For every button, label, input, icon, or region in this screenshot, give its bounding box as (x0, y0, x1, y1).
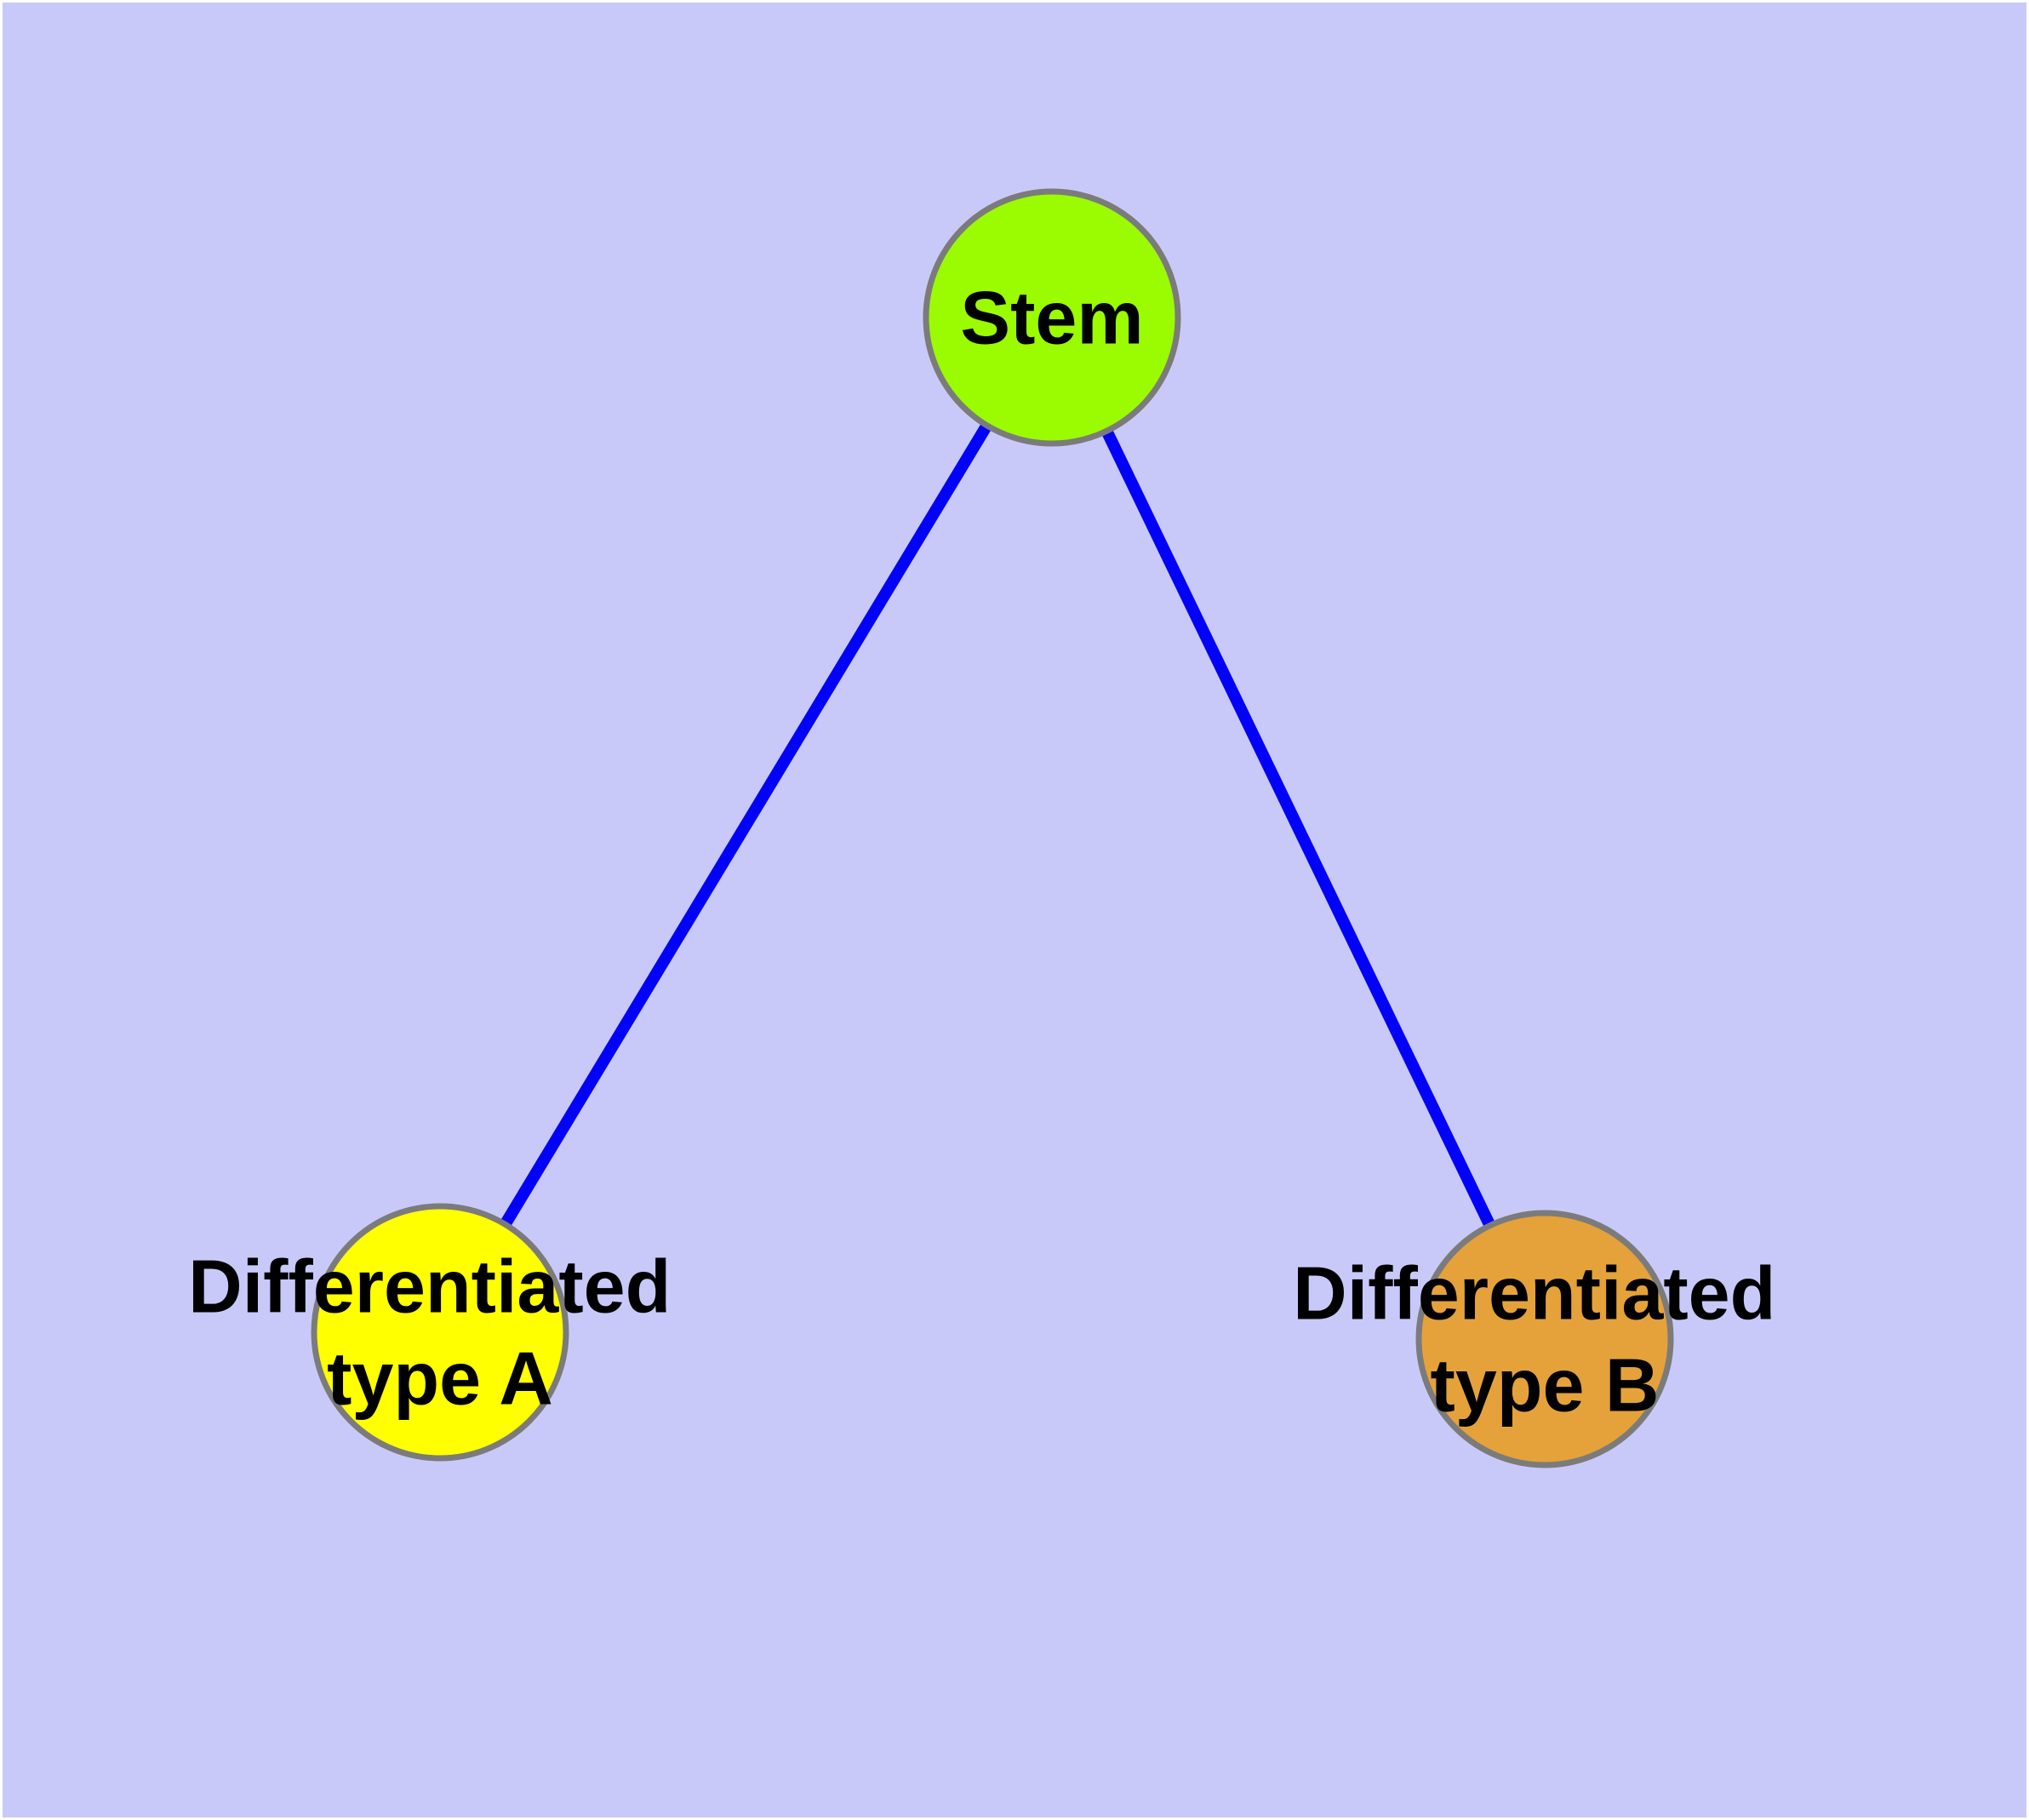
type-a-label-line2: type A (327, 1336, 553, 1421)
type-a-label-line1: Differentiated (188, 1245, 671, 1329)
differentiated-type-b-node-label: Differentiated type B (1293, 1225, 1797, 1428)
edge-stem-to-type-a (435, 314, 1057, 1336)
differentiated-type-a-node-circle (311, 1203, 569, 1462)
differentiated-type-b-node-circle (1415, 1210, 1674, 1468)
edge-stem-to-type-b (1046, 314, 1551, 1342)
stem-node-circle (923, 188, 1181, 447)
type-b-label-line1: Differentiated (1293, 1251, 1775, 1336)
type-b-label-line2: type B (1431, 1343, 1660, 1428)
stem-node-label: Stem (960, 276, 1143, 360)
differentiated-type-a-node-label: Differentiated type A (188, 1218, 692, 1421)
